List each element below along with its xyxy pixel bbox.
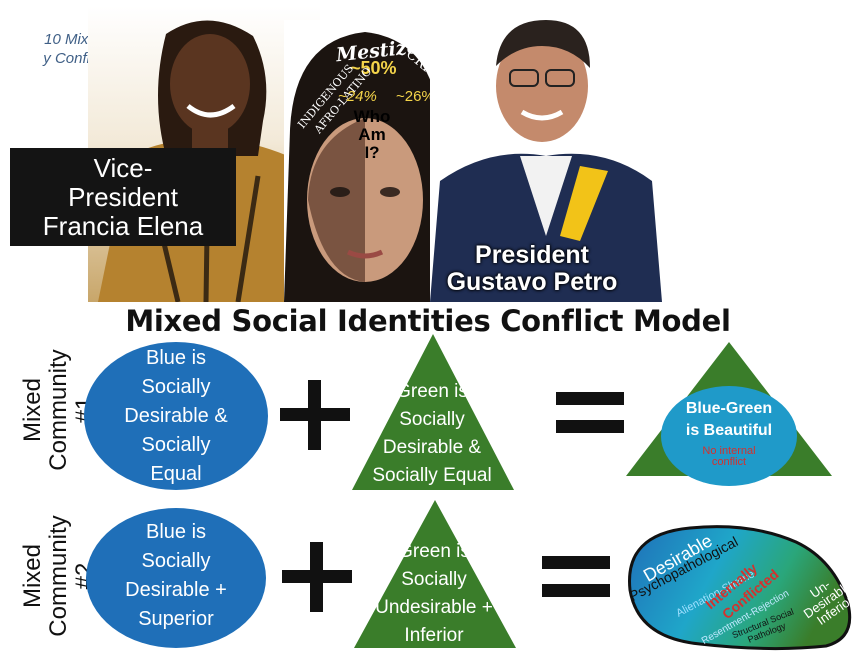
row2-label-line-1: Mixed xyxy=(19,543,46,609)
row2-ellipse-line-2: Socially xyxy=(141,550,211,572)
president-photo xyxy=(430,6,662,302)
vp-line-3: Francia Elena xyxy=(42,211,204,241)
row1-equals-bottom xyxy=(556,420,624,433)
row2-equals-sign xyxy=(542,556,610,600)
row2-tri-line-1: Green is xyxy=(398,541,470,562)
row2-green-triangle xyxy=(354,500,516,648)
who-line-3: I? xyxy=(364,143,380,162)
mestizo-percent: ~50% xyxy=(350,58,397,78)
who-line-2: Am xyxy=(358,125,386,144)
row1-result-note: No internal conflict xyxy=(680,446,778,468)
row1-ellipse-line-1: Blue is xyxy=(145,347,207,369)
row1-label-line-2: Community xyxy=(45,349,72,471)
row1-plus-vertical xyxy=(308,380,321,450)
mixed-face-illustration xyxy=(284,20,446,302)
row2-equals-top xyxy=(542,556,610,569)
row1-ellipse-text: Blue is Socially Desirable & Socially Eq… xyxy=(96,344,256,489)
mixed-face-photo: Mestizo ~50% CRIOLLO INDIGENOUS AFRO-LAT… xyxy=(284,20,446,302)
row2-plus-sign xyxy=(282,542,352,612)
row1-triangle-text: Green is Socially Desirable & Socially E… xyxy=(356,378,508,490)
model-title: Mixed Social Identities Conflict Model xyxy=(125,304,731,338)
vp-line-1: Vice- xyxy=(93,153,153,183)
row2-ellipse-text: Blue is Socially Desirable + Superior xyxy=(96,518,256,634)
row2-ellipse-line-3: Desirable + xyxy=(125,579,227,601)
row1-ellipse-line-2: Socially xyxy=(141,376,211,398)
row2-triangle-text: Green is Socially Undesirable + Inferior xyxy=(358,538,510,650)
pres-line-2: Gustavo Petro xyxy=(446,268,618,296)
row2-plus-vertical xyxy=(310,542,323,612)
row1-note-line-2: conflict xyxy=(711,456,747,468)
row1-green-triangle xyxy=(352,334,514,490)
row2-label-line-2: Community xyxy=(45,515,72,637)
row1-tri-line-2: Socially xyxy=(399,409,465,430)
president-label: President Gustavo Petro xyxy=(432,242,632,296)
row2-equals-bottom xyxy=(542,584,610,597)
row1-equals-sign xyxy=(556,392,624,436)
row2-ellipse-line-4: Superior xyxy=(138,608,214,630)
pres-line-1: President xyxy=(475,241,589,269)
row1-ellipse-line-5: Equal xyxy=(150,463,202,485)
row2-tri-line-3: Undesirable + xyxy=(375,597,493,618)
row2-blue-ellipse xyxy=(86,508,266,648)
who-am-i-label: Who Am I? xyxy=(342,108,402,162)
row1-result-shape xyxy=(626,342,832,486)
row1-note-line-1: No internal xyxy=(702,445,756,457)
percent-right: ~26% xyxy=(396,88,435,105)
row1-ellipse-line-3: Desirable & xyxy=(124,405,228,427)
row1-tri-line-1: Green is xyxy=(396,381,468,402)
row1-blue-ellipse xyxy=(84,342,268,490)
vice-president-photo xyxy=(88,6,320,302)
row1-plus-sign xyxy=(280,380,350,450)
vice-president-label: Vice- President Francia Elena xyxy=(10,148,236,246)
row2-tri-line-2: Socially xyxy=(401,569,467,590)
row1-result-text: Blue-Green is Beautiful xyxy=(660,398,798,442)
row1-result-line-2: is Beautiful xyxy=(685,422,773,439)
vice-president-illustration xyxy=(88,6,320,302)
percent-left: ~24% xyxy=(338,88,377,105)
who-line-1: Who xyxy=(353,107,391,126)
row1-result-line-1: Blue-Green xyxy=(685,400,773,417)
vp-line-2: President xyxy=(68,182,178,212)
row2-tri-line-4: Inferior xyxy=(404,625,464,646)
row1-equals-top xyxy=(556,392,624,405)
row2-result-blob xyxy=(628,525,852,651)
row1-tri-line-4: Socially Equal xyxy=(372,465,492,486)
row2-ellipse-line-1: Blue is xyxy=(145,521,207,543)
row1-tri-line-3: Desirable & xyxy=(382,437,482,458)
president-illustration xyxy=(430,6,662,302)
row1-ellipse-line-4: Socially xyxy=(141,434,211,456)
row1-label-line-1: Mixed xyxy=(19,377,46,443)
